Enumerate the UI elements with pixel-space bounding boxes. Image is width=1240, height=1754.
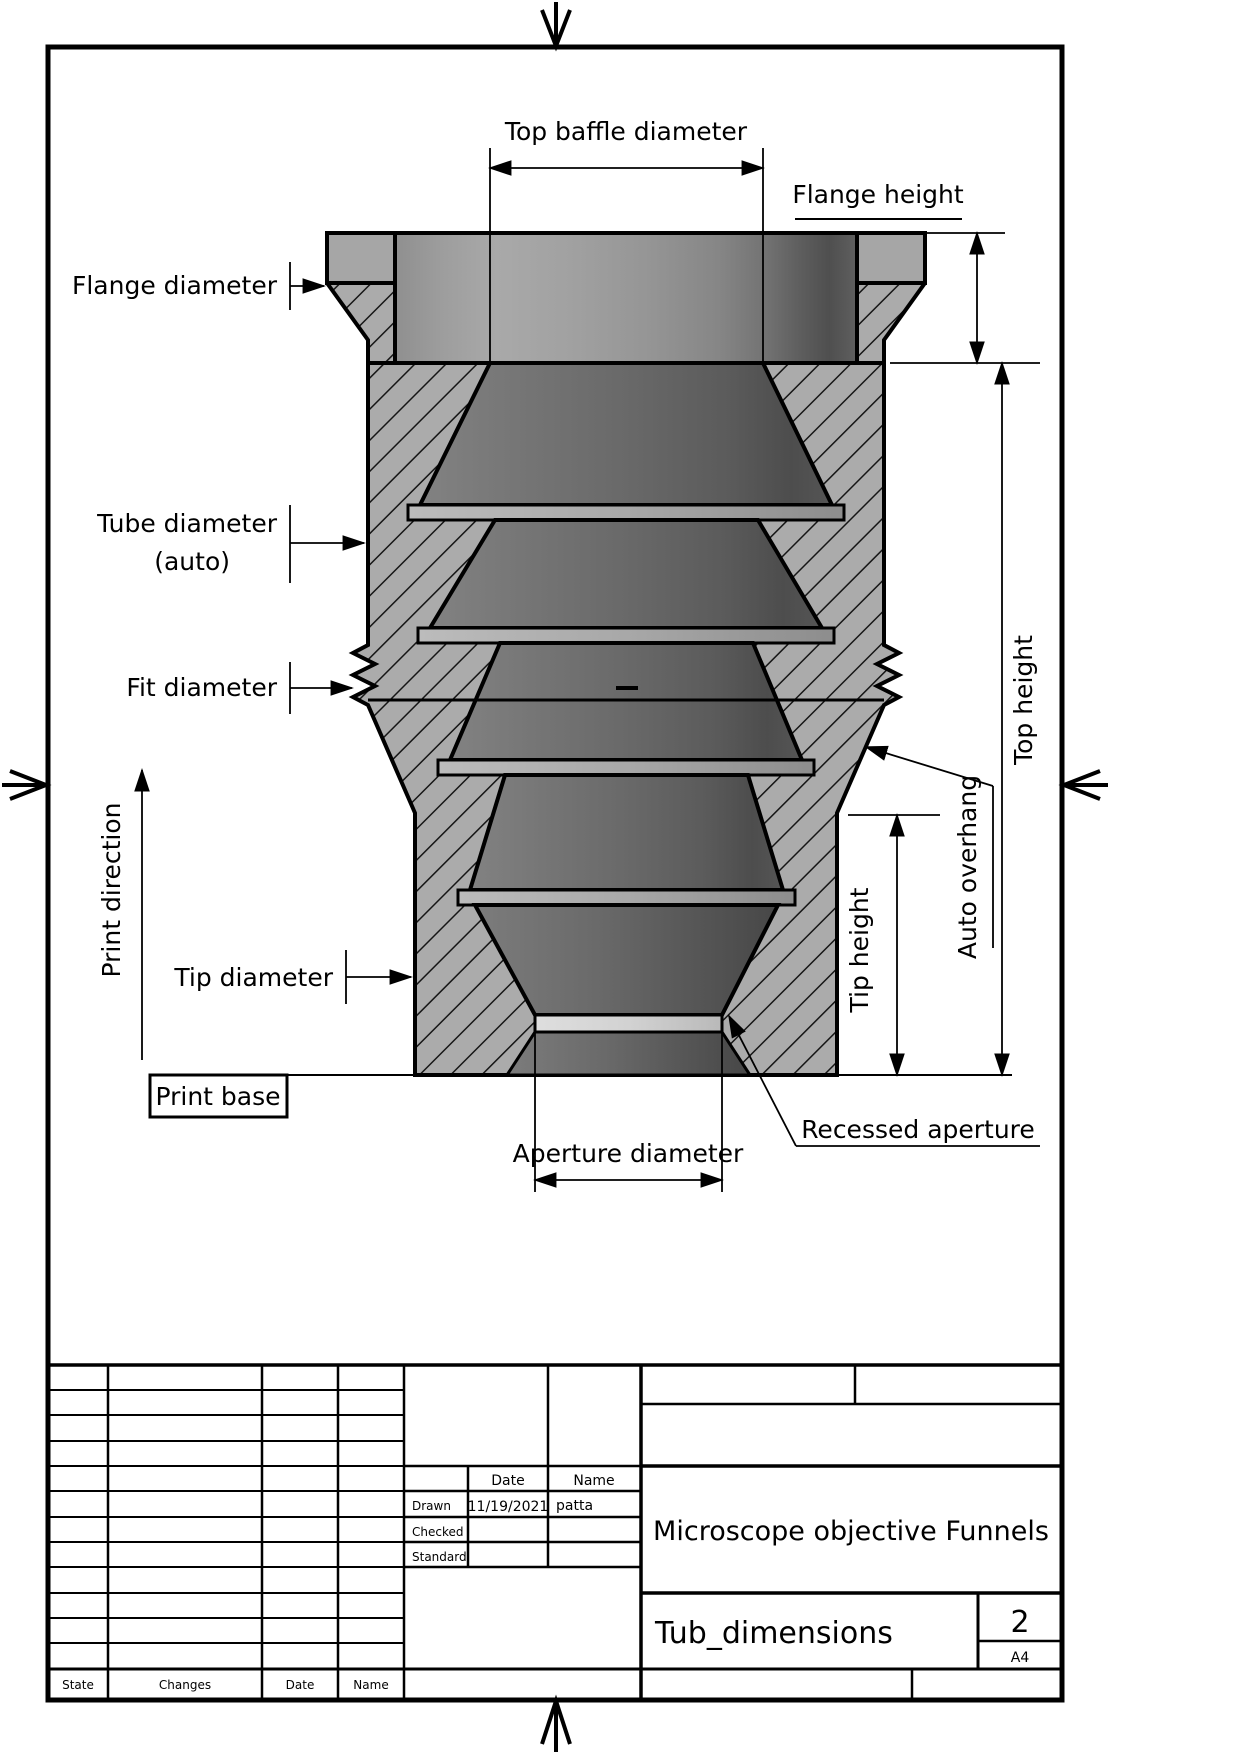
flange-diameter-label: Flange diameter [72,271,278,300]
print-base-label: Print base [155,1082,280,1111]
title-block [48,1363,1062,1700]
dim-fit-diameter: Fit diameter [126,662,354,714]
signature-name-header: Name [573,1473,614,1489]
title-block-texts: Date Name Drawn 11/19/2021 patta Checked… [62,1473,1049,1692]
signature-date-header: Date [491,1473,524,1489]
tip-diameter-label: Tip diameter [173,963,333,992]
registration-mark-right [1058,769,1108,801]
registration-mark-left [2,769,52,801]
drawn-date-value: 11/19/2021 [468,1499,549,1515]
flange-height-label: Flange height [792,180,964,209]
top-height-label: Top height [1009,635,1038,766]
baffle-ledge-1 [406,503,846,522]
dim-aperture-diameter: Aperture diameter [513,1032,744,1192]
baffle-ledge-2 [416,626,836,645]
project-title: Microscope objective Funnels [653,1516,1049,1547]
registration-mark-bottom [540,1694,572,1752]
drawn-name-value: patta [556,1498,593,1514]
recessed-aperture-label: Recessed aperture [801,1115,1035,1144]
print-direction-label: Print direction [97,802,126,977]
baffle-cone-1 [416,361,836,507]
tube-diameter-label: Tube diameter [96,509,278,538]
funnel-cross-section [325,231,927,1077]
dim-top-baffle-diameter: Top baffle diameter [488,117,765,363]
dim-print-base: Print base [148,1073,1012,1119]
top-bore-face [393,231,859,365]
standard-label: Standard [412,1550,467,1564]
dim-flange-height: Flange height [792,180,1040,365]
aperture-face [533,1013,724,1034]
revision-state-header: State [62,1678,94,1692]
flange-ear-right [855,231,927,285]
dim-tip-diameter: Tip diameter [173,950,413,1004]
revision-changes-header: Changes [159,1678,211,1692]
checked-label: Checked [412,1525,464,1539]
revision-name-header: Name [353,1678,388,1692]
dim-tube-diameter: Tube diameter (auto) [96,505,366,583]
baffle-ledge-4 [456,888,797,907]
dim-tip-height: Tip height [845,813,940,1077]
auto-overhang-label: Auto overhang [953,775,982,959]
aperture-diameter-label: Aperture diameter [513,1139,744,1168]
baffle-cone-2 [426,518,826,630]
sheet-number: 2 [1010,1605,1029,1640]
registration-mark-top [540,2,572,52]
fit-diameter-label: Fit diameter [126,673,277,702]
top-baffle-diameter-label: Top baffle diameter [504,117,748,146]
dim-auto-overhang: Auto overhang [864,745,994,959]
dim-print-direction: Print direction [97,768,150,1060]
baffle-cone-4 [467,773,786,892]
dim-flange-diameter: Flange diameter [72,262,326,310]
revision-date-header: Date [286,1678,315,1692]
flange-ear-left [325,231,397,285]
paper-format: A4 [1011,1650,1030,1666]
dim-top-height: Top height [994,361,1038,1077]
drawn-label: Drawn [412,1499,451,1513]
tube-diameter-auto-label: (auto) [154,547,230,576]
aperture-recess [504,1030,753,1077]
sheet-title: Tub_dimensions [654,1616,893,1651]
baffle-ledge-3 [436,758,816,777]
dim-recessed-aperture: Recessed aperture [728,1014,1040,1147]
tip-height-label: Tip height [845,887,874,1013]
